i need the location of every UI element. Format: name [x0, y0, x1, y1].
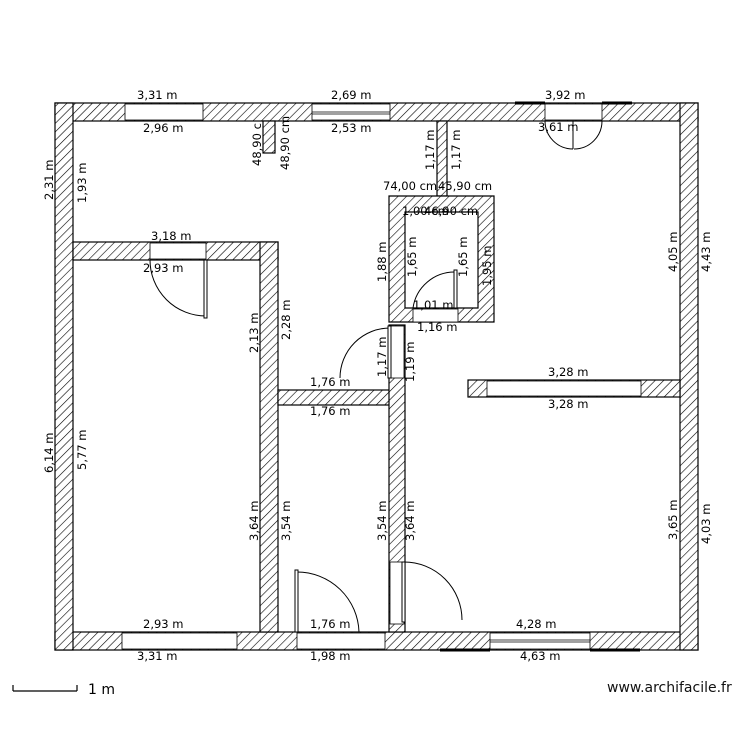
door-gap-room	[149, 242, 207, 260]
door-hall	[339, 325, 392, 379]
dim-top-right-out: 3,92 m	[545, 88, 585, 102]
dim-left-lower-in: 5,77 m	[75, 430, 89, 470]
dim-mid-wall-bottom: 3,28 m	[548, 397, 588, 411]
dim-bottom-right-in: 4,28 m	[516, 617, 556, 631]
dim-stair-left-in: 1,65 m	[405, 237, 419, 277]
dim-right-lower-in: 3,65 m	[666, 500, 680, 540]
dim-bl-room-right: 3,64 m	[247, 501, 261, 541]
wall-center-vertical	[388, 324, 406, 633]
wall-hall	[277, 389, 394, 406]
door-swings	[149, 120, 603, 633]
dim-bottom-left-out: 3,31 m	[137, 649, 177, 663]
door-left-room	[149, 259, 208, 319]
window-bottom-left	[121, 632, 238, 650]
wall-niche	[262, 120, 276, 154]
dim-top-left-in: 2,96 m	[143, 121, 183, 135]
door-gap-stair	[412, 308, 459, 323]
door-bottom-middle	[294, 569, 360, 633]
dim-mid-room-left: 3,54 m	[279, 501, 293, 541]
dim-bottom-left-in: 2,93 m	[143, 617, 183, 631]
dim-mid-room-right: 3,54 m	[375, 501, 389, 541]
dim-left-upper-in: 1,93 m	[75, 163, 89, 203]
door-gap-bottom-mid	[296, 632, 386, 650]
door-gap-top-right	[544, 103, 603, 121]
dim-stair-top: 74,00 cm	[383, 179, 437, 193]
dim-niche-a: 48,90 c	[250, 123, 264, 166]
scale-label: 1 m	[88, 682, 115, 698]
dim-room-top-in: 2,93 m	[143, 261, 183, 275]
dim-room-right-a: 2,13 m	[247, 313, 261, 353]
website-label: www.archifacile.fr	[607, 680, 732, 696]
dim-hall-top: 1,76 m	[310, 375, 350, 389]
dim-bottom-right-out: 4,63 m	[520, 649, 560, 663]
dim-niche-b: 48,90 cm	[278, 116, 292, 170]
door-lower-center	[401, 561, 463, 623]
dim-br-room-left: 3,64 m	[403, 501, 417, 541]
dim-left-upper-out: 2,31 m	[42, 160, 56, 200]
dim-stair-inner-b: 46,90 cm	[424, 204, 478, 218]
dim-top-left-out: 3,31 m	[137, 88, 177, 102]
window-top-left	[124, 103, 204, 121]
dim-stub-b: 1,17 m	[449, 130, 463, 170]
stair-enclosure	[388, 195, 495, 323]
door-gap-hall	[389, 325, 405, 379]
dim-room-top-out: 3,18 m	[151, 229, 191, 243]
dim-bottom-mid-out: 1,98 m	[310, 649, 350, 663]
dim-stair-top-b: 45,90 cm	[438, 179, 492, 193]
gap-middle-right	[486, 380, 642, 397]
scale-bar: 1 m	[12, 682, 115, 698]
dim-right-upper-out: 4,43 m	[699, 232, 713, 272]
dim-right-upper-in: 4,05 m	[666, 232, 680, 272]
dim-stair-right-in: 1,65 m	[456, 237, 470, 277]
dim-stair-bottom: 1,16 m	[417, 320, 457, 334]
door-top-right	[544, 120, 603, 150]
dim-left-lower-out: 6,14 m	[42, 433, 56, 473]
dim-top-mid-in: 2,53 m	[331, 121, 371, 135]
wall-left	[54, 102, 74, 651]
dim-mid-wall-top: 3,28 m	[548, 365, 588, 379]
dim-hall-bottom: 1,76 m	[310, 404, 350, 418]
wall-room-right	[259, 241, 279, 633]
wall-right	[679, 102, 699, 651]
dim-stair-inner-a: 1,00 cm	[402, 204, 449, 218]
dim-stair-left-out: 1,88 m	[375, 242, 389, 282]
dim-right-lower-out: 4,03 m	[699, 504, 713, 544]
dim-stub-a: 1,17 m	[423, 130, 437, 170]
dim-hall-v1: 1,17 m	[375, 337, 389, 377]
dim-hall-v2: 1,19 m	[403, 342, 417, 382]
openings	[121, 101, 642, 652]
dim-top-right-in: 3,61 m	[538, 120, 578, 134]
dimension-labels: 3,31 m 2,96 m 2,69 m 2,53 m 3,92 m 3,61 …	[42, 88, 713, 663]
door-stair	[412, 269, 458, 309]
dim-top-mid-out: 2,69 m	[331, 88, 371, 102]
dim-stair-right-out: 1,95 m	[480, 246, 494, 286]
window-bottom-right	[489, 632, 591, 650]
dim-room-right-b: 2,28 m	[279, 300, 293, 340]
dim-stair-door: 1,01 m	[413, 298, 453, 312]
dim-bottom-mid-in: 1,76 m	[310, 617, 350, 631]
